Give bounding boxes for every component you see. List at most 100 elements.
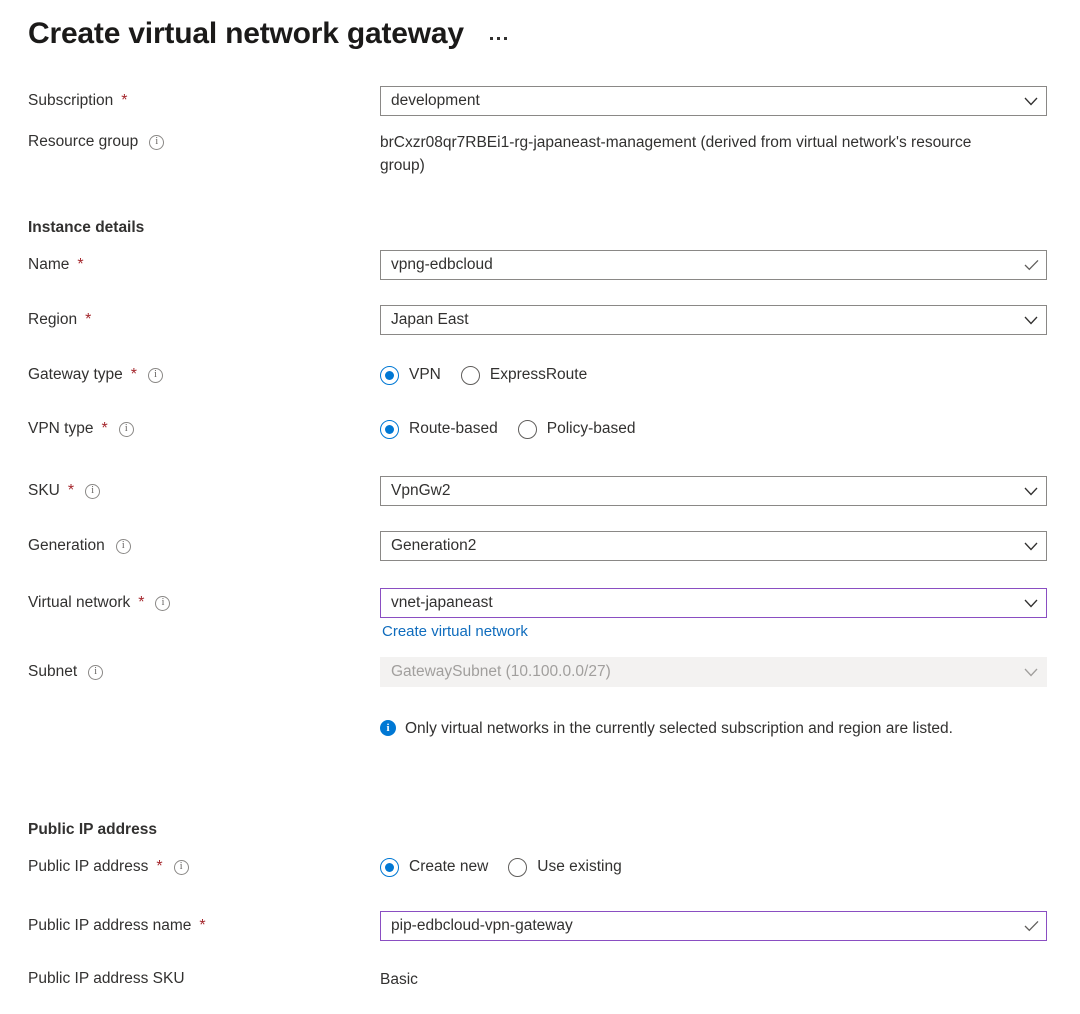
field-gateway-type: VPN ExpressRoute <box>380 360 1080 390</box>
vpn-type-label-text: VPN type <box>28 420 94 437</box>
field-sku: VpnGw2 <box>380 476 1080 506</box>
field-row-subscription: Subscription * development <box>0 86 1080 130</box>
radio-label: ExpressRoute <box>489 366 588 383</box>
row-vnet-info-message: i Only virtual networks in the currently… <box>0 715 1080 807</box>
public-ip-heading: Public IP address <box>28 820 157 838</box>
ellipsis-dot <box>489 37 493 40</box>
radio-label: Policy-based <box>546 420 636 437</box>
ellipsis-dot <box>496 37 500 40</box>
radio-public-ip-use-existing[interactable]: Use existing <box>508 857 622 877</box>
public-ip-address-radio-group: Create new Use existing <box>380 852 1046 882</box>
field-row-region: Region * Japan East <box>0 305 1080 360</box>
chevron-down-icon[interactable] <box>1016 306 1046 334</box>
generation-dropdown[interactable]: Generation2 <box>380 531 1047 561</box>
sku-label-text: SKU <box>28 482 60 499</box>
region-value: Japan East <box>391 311 469 328</box>
radio-dot <box>460 365 480 385</box>
chevron-down-icon[interactable] <box>1016 589 1046 617</box>
name-input[interactable]: vpng-edbcloud <box>380 250 1047 280</box>
label-generation: Generation i <box>0 531 380 561</box>
field-row-gateway-type: Gateway type * i VPN ExpressRoute <box>0 360 1080 414</box>
page-header: Create virtual network gateway <box>28 14 507 54</box>
label-region: Region * <box>0 305 380 335</box>
required-asterisk: * <box>156 858 163 875</box>
radio-dot-selected <box>380 419 399 439</box>
label-virtual-network: Virtual network * i <box>0 588 380 618</box>
public-ip-name-value: pip-edbcloud-vpn-gateway <box>391 917 573 934</box>
label-public-ip-name: Public IP address name * <box>0 911 380 941</box>
resource-group-value: brCxzr08qr7RBEi1-rg-japaneast-management… <box>380 134 972 174</box>
field-row-sku: SKU * i VpnGw2 <box>0 476 1080 531</box>
field-virtual-network: vnet-japaneast Create virtual network <box>380 588 1080 641</box>
check-icon <box>1016 912 1046 940</box>
radio-public-ip-create-new[interactable]: Create new <box>380 857 489 877</box>
field-vnet-info-message: i Only virtual networks in the currently… <box>380 715 1080 740</box>
radio-vpn-type-route-based[interactable]: Route-based <box>380 419 498 439</box>
info-icon[interactable]: i <box>149 134 165 150</box>
subnet-dropdown: GatewaySubnet (10.100.0.0/27) <box>380 657 1047 687</box>
region-dropdown[interactable]: Japan East <box>380 305 1047 335</box>
sku-value: VpnGw2 <box>391 482 451 499</box>
field-row-vpn-type: VPN type * i Route-based Policy-based <box>0 414 1080 476</box>
required-asterisk: * <box>121 92 128 109</box>
label-vpn-type: VPN type * i <box>0 414 380 444</box>
radio-label: Route-based <box>409 420 498 437</box>
virtual-network-value: vnet-japaneast <box>391 594 493 611</box>
virtual-network-label-text: Virtual network <box>28 594 131 611</box>
radio-dot <box>508 857 528 877</box>
info-filled-icon: i <box>380 720 396 736</box>
vpn-type-radio-group: Route-based Policy-based <box>380 414 1046 444</box>
chevron-down-icon[interactable] <box>1016 532 1046 560</box>
field-subnet: GatewaySubnet (10.100.0.0/27) <box>380 657 1080 687</box>
section-public-ip-address: Public IP address <box>0 807 1080 852</box>
public-ip-sku-label-text: Public IP address SKU <box>28 970 185 987</box>
label-subscription: Subscription * <box>0 86 380 116</box>
sku-dropdown[interactable]: VpnGw2 <box>380 476 1047 506</box>
info-icon[interactable]: i <box>85 483 101 499</box>
section-instance-details: Instance details <box>0 206 1080 250</box>
info-icon[interactable]: i <box>115 538 131 554</box>
create-virtual-network-link[interactable]: Create virtual network <box>382 623 528 640</box>
required-asterisk: * <box>138 594 145 611</box>
radio-gateway-type-expressroute[interactable]: ExpressRoute <box>460 365 588 385</box>
field-public-ip-sku: Basic <box>380 967 1080 991</box>
subscription-label-text: Subscription <box>28 92 114 109</box>
virtual-network-dropdown[interactable]: vnet-japaneast <box>380 588 1047 618</box>
radio-gateway-type-vpn[interactable]: VPN <box>380 365 441 385</box>
required-asterisk: * <box>101 420 108 437</box>
instance-details-heading: Instance details <box>28 219 145 236</box>
info-icon[interactable]: i <box>88 664 104 680</box>
info-icon[interactable]: i <box>148 367 164 383</box>
chevron-down-icon <box>1016 658 1046 686</box>
field-row-public-ip-sku: Public IP address SKU Basic <box>0 967 1080 1007</box>
resource-group-label-text: Resource group <box>28 133 139 150</box>
chevron-down-icon[interactable] <box>1016 87 1046 115</box>
info-icon[interactable]: i <box>155 595 171 611</box>
gateway-form: Subscription * development Resource grou… <box>0 86 1080 1007</box>
label-sku: SKU * i <box>0 476 380 506</box>
label-public-ip-address: Public IP address * i <box>0 852 380 882</box>
more-options-button[interactable] <box>489 16 507 52</box>
chevron-down-icon[interactable] <box>1016 477 1046 505</box>
gateway-type-radio-group: VPN ExpressRoute <box>380 360 1046 390</box>
field-region: Japan East <box>380 305 1080 335</box>
field-row-subnet: Subnet i GatewaySubnet (10.100.0.0/27) <box>0 657 1080 715</box>
info-icon[interactable]: i <box>118 421 134 437</box>
field-row-public-ip-address: Public IP address * i Create new Use exi… <box>0 852 1080 911</box>
required-asterisk: * <box>67 482 75 499</box>
radio-label: Use existing <box>537 858 622 875</box>
info-icon[interactable]: i <box>173 859 189 875</box>
region-label-text: Region <box>28 311 78 328</box>
ellipsis-dot <box>503 37 507 40</box>
radio-vpn-type-policy-based[interactable]: Policy-based <box>517 419 636 439</box>
public-ip-name-input[interactable]: pip-edbcloud-vpn-gateway <box>380 911 1047 941</box>
required-asterisk: * <box>85 311 92 328</box>
radio-dot-selected <box>380 365 399 385</box>
radio-label: Create new <box>409 858 489 875</box>
label-public-ip-sku: Public IP address SKU <box>0 967 380 991</box>
required-asterisk: * <box>199 917 206 934</box>
required-asterisk: * <box>77 256 84 273</box>
public-ip-address-label-text: Public IP address <box>28 858 149 875</box>
subscription-dropdown[interactable]: development <box>380 86 1047 116</box>
